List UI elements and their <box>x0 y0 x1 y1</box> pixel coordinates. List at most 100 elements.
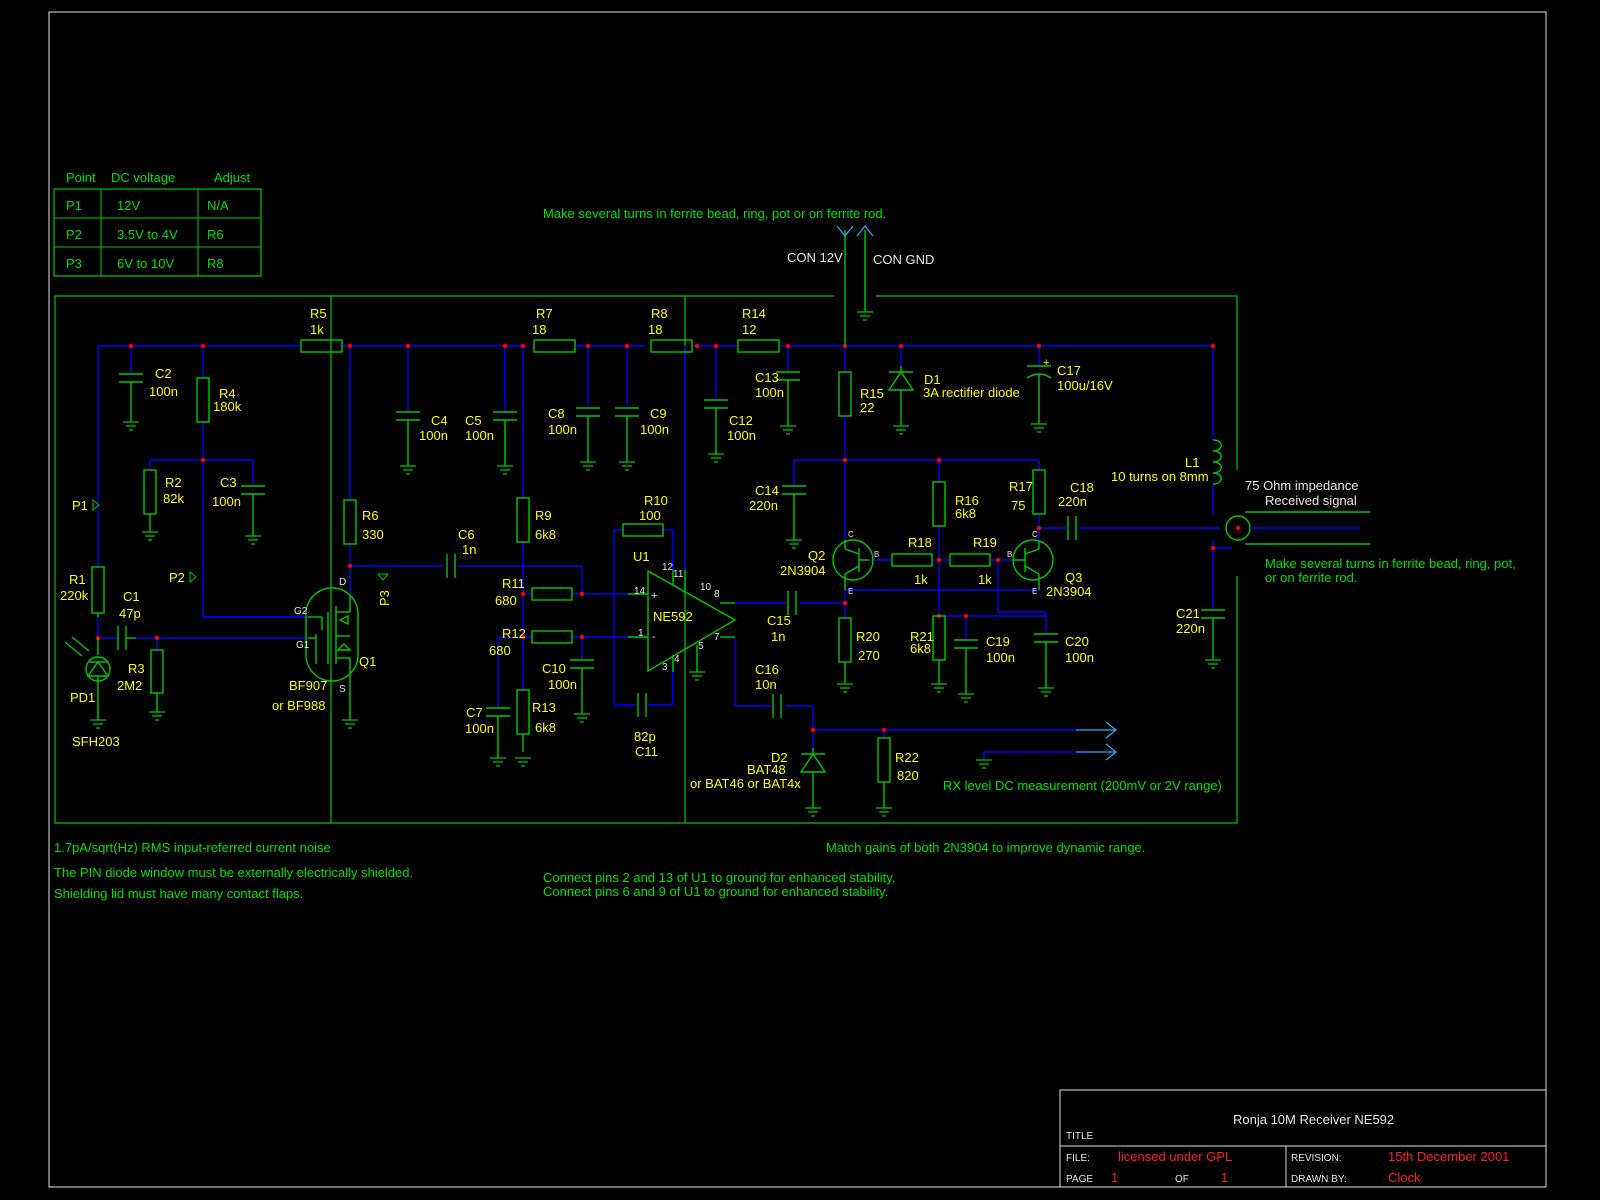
value-c17: 100u/16V <box>1057 378 1113 393</box>
label-c6: C6 <box>458 527 475 542</box>
transistor-q3 <box>1012 539 1054 590</box>
value-c9: 100n <box>640 422 669 437</box>
title-value: Ronja 10M Receiver NE592 <box>1233 1112 1394 1127</box>
label-l1: L1 <box>1185 455 1199 470</box>
label-c11: C11 <box>635 744 658 759</box>
label-u1: U1 <box>633 549 650 564</box>
label-pd1: PD1 <box>70 690 95 705</box>
note-pins-1: Connect pins 2 and 13 of U1 to ground fo… <box>543 870 895 885</box>
label-r4: R4 <box>219 386 236 401</box>
label-c4: C4 <box>431 413 448 428</box>
mosfet-q1 <box>305 587 359 720</box>
sheet-frame <box>48 11 1547 1188</box>
note-pins-2: Connect pins 6 and 9 of U1 to ground for… <box>543 884 888 899</box>
pin-q3-c: C <box>1032 530 1038 539</box>
capacitor-c15 <box>787 591 797 615</box>
pin-3: 3 <box>662 662 668 673</box>
label-r5: R5 <box>310 306 327 321</box>
capacitor-c2 <box>119 373 143 422</box>
pin-14: 14 <box>634 586 646 597</box>
value-c16: 10n <box>755 677 777 692</box>
value-r9: 6k8 <box>535 527 556 542</box>
value-c5: 100n <box>465 428 494 443</box>
capacitor-c18 <box>1067 516 1077 540</box>
capacitor-c10 <box>570 659 594 714</box>
alt-d2: or BAT46 or BAT4x <box>690 776 801 791</box>
label-r17: R17 <box>1009 479 1033 494</box>
value-c14: 220n <box>749 498 778 513</box>
label-r1: R1 <box>69 572 86 587</box>
label-c5: C5 <box>465 413 482 428</box>
label-c19: C19 <box>986 634 1010 649</box>
value-c2: 100n <box>149 384 178 399</box>
value-c3: 100n <box>212 494 241 509</box>
wires <box>97 345 1232 760</box>
label-q2: Q2 <box>808 548 825 563</box>
resistor-r6 <box>343 499 357 545</box>
label-r9: R9 <box>535 508 552 523</box>
value-pd1: SFH203 <box>72 734 120 749</box>
table-cell: 12V <box>117 198 140 213</box>
table-cell: N/A <box>207 198 229 213</box>
table-cell: 3.5V to 4V <box>117 227 178 242</box>
note-impedance-1: 75 Ohm impedance <box>1245 478 1358 493</box>
notes: Make several turns in ferrite bead, ring… <box>54 206 1516 901</box>
revision-value: 15th December 2001 <box>1388 1149 1509 1164</box>
table-cell: P1 <box>66 198 82 213</box>
capacitor-c1 <box>117 626 136 650</box>
pin-7: 7 <box>714 632 720 643</box>
label-r7: R7 <box>536 306 553 321</box>
value-c21: 220n <box>1176 621 1205 636</box>
pin-1: 1 <box>638 628 644 639</box>
label-r18: R18 <box>908 535 932 550</box>
value-c6: 1n <box>462 542 476 557</box>
value-c12: 100n <box>727 428 756 443</box>
of-value: 1 <box>1221 1170 1228 1185</box>
title-label: TITLE <box>1066 1131 1094 1142</box>
drawn-by-label: DRAWN BY: <box>1291 1174 1347 1185</box>
component-labels: R1 220k C1 47p R2 82k R3 2M2 R4 180k C2 … <box>60 306 1209 791</box>
label-r8: R8 <box>651 306 668 321</box>
resistor-r19 <box>949 553 991 567</box>
value-r11: 680 <box>495 593 517 608</box>
value-q1: BF907 <box>289 678 327 693</box>
pin-11: 11 <box>673 569 684 580</box>
label-r19: R19 <box>973 535 997 550</box>
value-c1: 47p <box>119 606 141 621</box>
diode-d1 <box>887 366 915 426</box>
value-r4: 180k <box>213 399 242 414</box>
pin-q2-c: C <box>848 530 854 539</box>
value-r17: 75 <box>1011 498 1025 513</box>
note-shield-1: The PIN diode window must be externally … <box>54 865 413 880</box>
of-label: OF <box>1175 1174 1189 1185</box>
pin-5: 5 <box>698 641 704 652</box>
label-q1: Q1 <box>359 654 376 669</box>
label-c20: C20 <box>1065 634 1089 649</box>
resistor-r11 <box>531 587 573 601</box>
capacitor-c11 <box>637 693 647 717</box>
test-point-p1: P1 <box>72 498 88 513</box>
connector-gnd-label: CON GND <box>873 252 934 267</box>
note-ferrite-right-2: or on ferrite rod. <box>1265 570 1358 585</box>
test-point-p3: P3 <box>377 590 392 606</box>
value-r18: 1k <box>914 572 928 587</box>
resistor-r14 <box>737 339 780 353</box>
label-c13: C13 <box>755 370 779 385</box>
value-c13: 100n <box>755 385 784 400</box>
resistor-r4 <box>196 377 210 423</box>
value-c8: 100n <box>548 422 577 437</box>
resistor-r15 <box>838 371 852 417</box>
note-shield-2: Shielding lid must have many contact fla… <box>54 886 303 901</box>
file-label: FILE: <box>1066 1153 1090 1164</box>
capacitor-c12 <box>704 399 728 454</box>
pin-q1-g1: G1 <box>296 640 310 651</box>
value-c7: 100n <box>465 721 494 736</box>
resistor-r18 <box>891 553 933 567</box>
label-q3: Q3 <box>1065 570 1082 585</box>
value-r3: 2M2 <box>117 678 142 693</box>
resistor-r10 <box>622 523 664 537</box>
transistor-q2 <box>832 539 874 590</box>
value-c19: 100n <box>986 650 1015 665</box>
value-q2: 2N3904 <box>780 563 826 578</box>
